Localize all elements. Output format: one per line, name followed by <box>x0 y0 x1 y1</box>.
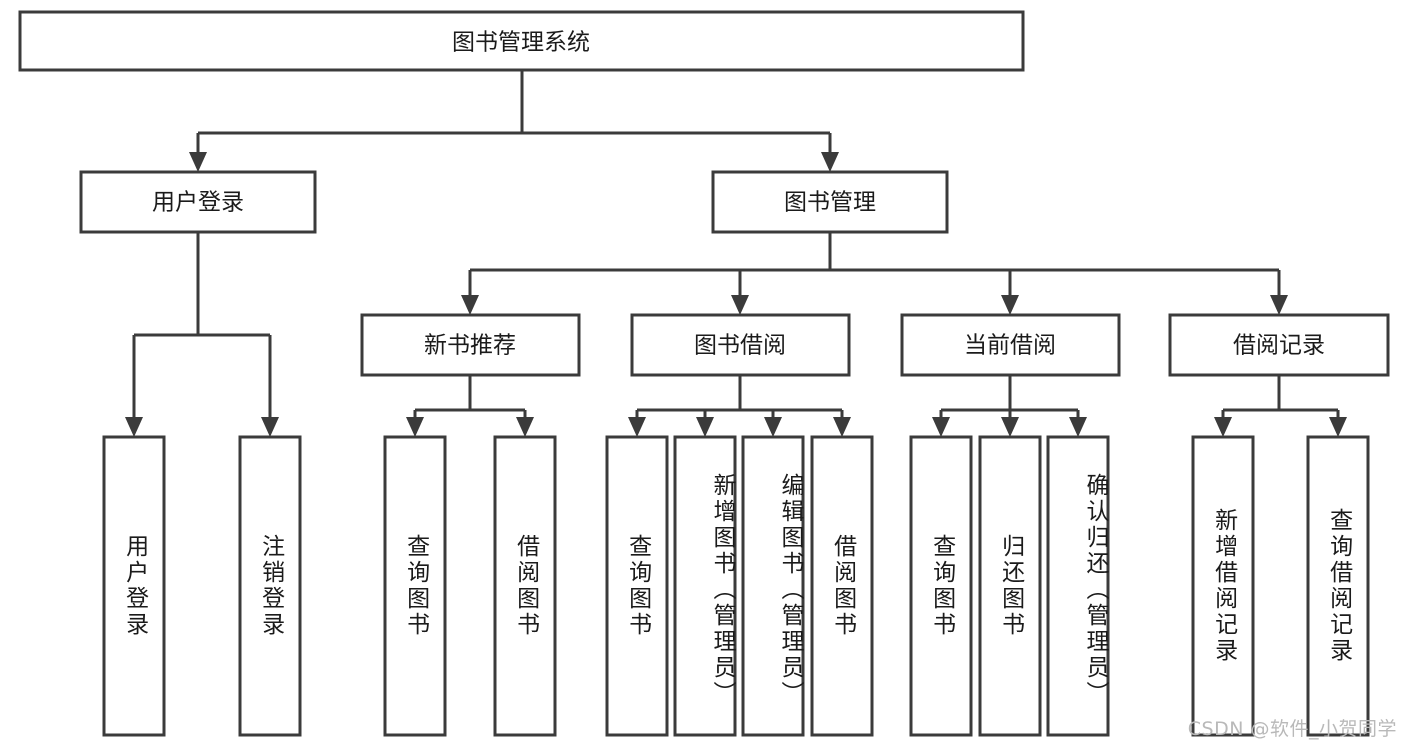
node-root[interactable]: 图书管理系统 <box>18 10 1025 72</box>
arrow-to-user-login <box>189 152 207 172</box>
node-new-book-recommend-label: 新书推荐 <box>424 333 516 359</box>
node-borrow-record-label: 借阅记录 <box>1233 333 1325 359</box>
node-borrow-record[interactable]: 借阅记录 <box>1168 313 1390 377</box>
leaf-box-group <box>102 435 1370 737</box>
arrow-leaf-current-borrow-3 <box>1069 417 1087 437</box>
arrow-to-new-book <box>461 295 479 315</box>
arrow-leaf-borrow-record-2 <box>1329 417 1347 437</box>
leaf-box-user-login-1[interactable] <box>102 435 166 737</box>
arrow-to-current-borrow <box>1001 295 1019 315</box>
node-borrow-record-box[interactable] <box>1168 313 1390 377</box>
leaf-box-book-borrow-1[interactable] <box>605 435 669 737</box>
leaf-box-current-borrow-1[interactable] <box>909 435 973 737</box>
arrow-leaf-borrow-record-1 <box>1214 417 1232 437</box>
arrow-leaf-user-login-1 <box>125 417 143 437</box>
arrow-to-book-mgmt <box>821 152 839 172</box>
node-new-book-recommend-box[interactable] <box>360 313 581 377</box>
node-book-management-label: 图书管理 <box>784 190 876 216</box>
node-user-login-box[interactable] <box>79 170 317 234</box>
leaf-box-current-borrow-2[interactable] <box>978 435 1042 737</box>
node-user-login[interactable]: 用户登录 <box>79 170 317 234</box>
node-book-management-box[interactable] <box>711 170 949 234</box>
arrow-leaf-book-borrow-1 <box>628 417 646 437</box>
arrow-to-borrow-record <box>1270 295 1288 315</box>
node-current-borrow-box[interactable] <box>900 313 1121 377</box>
arrow-leaf-book-borrow-2 <box>696 417 714 437</box>
node-current-borrow-label: 当前借阅 <box>964 333 1056 359</box>
arrow-leaf-book-borrow-3 <box>764 417 782 437</box>
node-book-borrow[interactable]: 图书借阅 <box>630 313 851 377</box>
leaf-box-book-borrow-2[interactable] <box>673 435 737 737</box>
leaf-box-borrow-record-2[interactable] <box>1306 435 1370 737</box>
leaf-box-new-book-1[interactable] <box>383 435 447 737</box>
arrow-leaf-book-borrow-4 <box>833 417 851 437</box>
arrow-leaf-new-book-2 <box>516 417 534 437</box>
csdn-watermark: CSDN @软件_小贺同学 <box>1187 718 1397 740</box>
node-root-label: 图书管理系统 <box>452 30 590 56</box>
leaf-box-book-borrow-3[interactable] <box>741 435 805 737</box>
leaf-box-new-book-2[interactable] <box>493 435 557 737</box>
arrow-leaf-current-borrow-1 <box>932 417 950 437</box>
leaf-box-user-login-2[interactable] <box>238 435 302 737</box>
node-book-management[interactable]: 图书管理 <box>711 170 949 234</box>
connector-group <box>125 70 1347 437</box>
leaf-box-borrow-record-1[interactable] <box>1191 435 1255 737</box>
node-book-borrow-box[interactable] <box>630 313 851 377</box>
node-book-borrow-label: 图书借阅 <box>694 333 786 359</box>
arrow-leaf-current-borrow-2 <box>1001 417 1019 437</box>
arrow-to-book-borrow <box>731 295 749 315</box>
node-current-borrow[interactable]: 当前借阅 <box>900 313 1121 377</box>
leaf-box-current-borrow-3[interactable] <box>1046 435 1110 737</box>
arrow-leaf-user-login-2 <box>261 417 279 437</box>
leaf-box-book-borrow-4[interactable] <box>810 435 874 737</box>
node-user-login-label: 用户登录 <box>152 190 244 216</box>
arrow-leaf-new-book-1 <box>406 417 424 437</box>
node-new-book-recommend[interactable]: 新书推荐 <box>360 313 581 377</box>
node-root-box[interactable] <box>18 10 1025 72</box>
